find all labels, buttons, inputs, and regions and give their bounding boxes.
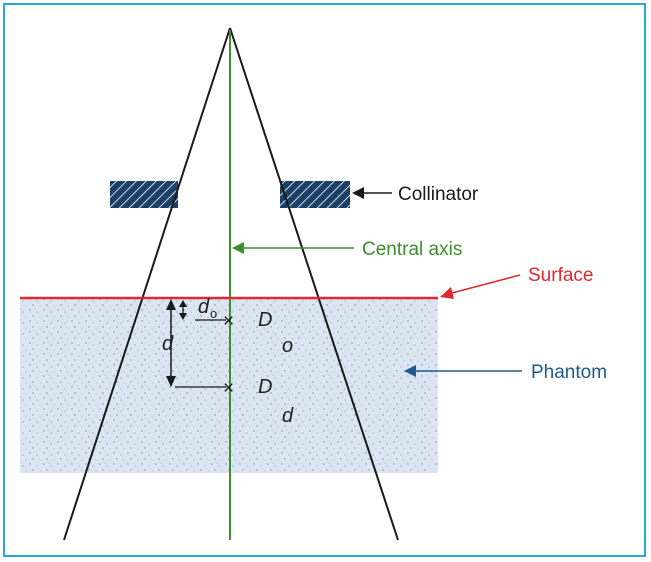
depth-do-subscript: o: [210, 306, 217, 321]
dose-surface-symbol: D: [258, 309, 272, 331]
surface-arrow: [451, 274, 521, 294]
collimator-jaw-left: [110, 181, 178, 208]
depth-d-arrowhead-bottom: [166, 376, 176, 387]
central-axis-label: Central axis: [362, 239, 462, 260]
dose-depth-subscript: d: [282, 405, 294, 427]
surface-arrowhead: [440, 287, 454, 299]
beam-edge-right: [229, 27, 399, 541]
collimator-arrowhead: [352, 187, 364, 199]
surface-point-marker: ×: [223, 311, 234, 332]
depth-d-arrowhead-top: [166, 299, 176, 310]
phantom-label: Phantom: [531, 362, 607, 383]
depth-do-arrowhead-bottom: [179, 313, 187, 320]
depth-point-marker: ×: [223, 378, 234, 399]
surface-label: Surface: [528, 265, 593, 286]
collimator-jaw-right: [280, 181, 350, 208]
dose-surface-subscript: o: [282, 335, 293, 357]
collimator-label: Collinator: [398, 184, 479, 205]
central-axis-arrowhead: [232, 242, 244, 254]
depth-do-arrowhead-top: [179, 300, 187, 307]
dose-depth-symbol: D: [258, 376, 272, 398]
depth-d-symbol: d: [162, 333, 174, 355]
beam-edge-left: [63, 27, 231, 541]
depth-do-symbol: d: [198, 296, 210, 318]
phantom-arrowhead: [404, 365, 416, 377]
